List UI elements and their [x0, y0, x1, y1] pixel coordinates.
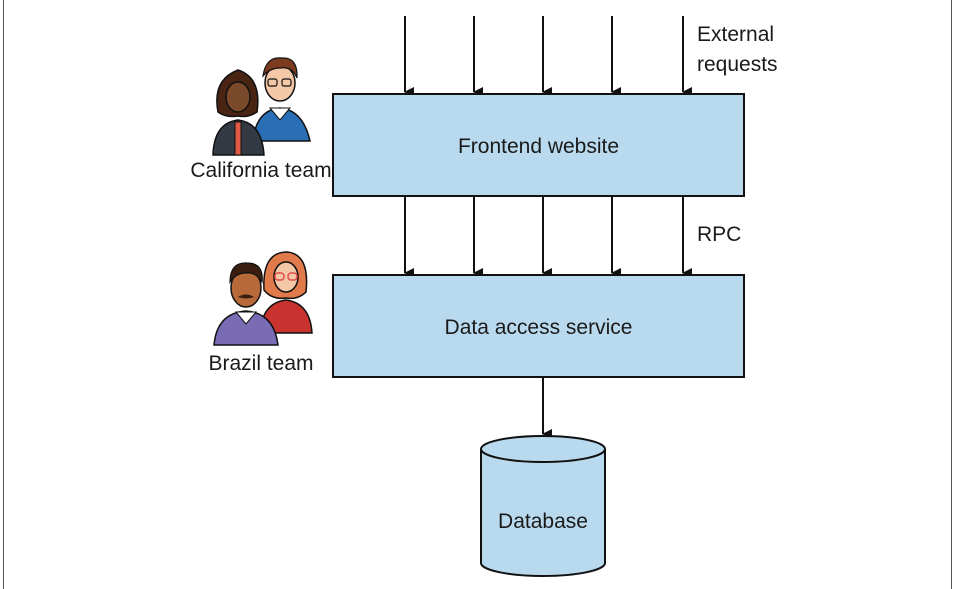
- external-request-arrows: [404, 16, 692, 97]
- database-label: Database: [498, 510, 588, 533]
- california-team-avatars: [212, 57, 311, 156]
- california-team-label: California team: [190, 159, 331, 182]
- man-with-mustache-avatar-icon: [213, 262, 279, 346]
- frontend-box: [332, 93, 745, 197]
- data-access-service-box: [332, 274, 745, 378]
- external-label-line1: External: [697, 23, 774, 46]
- man-with-glasses-avatar-icon: [252, 57, 311, 142]
- woman-with-glasses-avatar-icon: [259, 251, 313, 334]
- woman-avatar-icon: [212, 69, 265, 156]
- rpc-arrows: [404, 197, 692, 278]
- brazil-team-avatars: [213, 251, 313, 346]
- external-label-line2: requests: [697, 53, 778, 76]
- database-top: [480, 435, 606, 463]
- frontend-label: Frontend website: [458, 135, 619, 158]
- brazil-team-label: Brazil team: [208, 352, 313, 375]
- database-body: [480, 449, 606, 577]
- rpc-label: RPC: [697, 223, 741, 246]
- database-cylinder: [480, 435, 606, 577]
- data-access-service-label: Data access service: [445, 316, 633, 339]
